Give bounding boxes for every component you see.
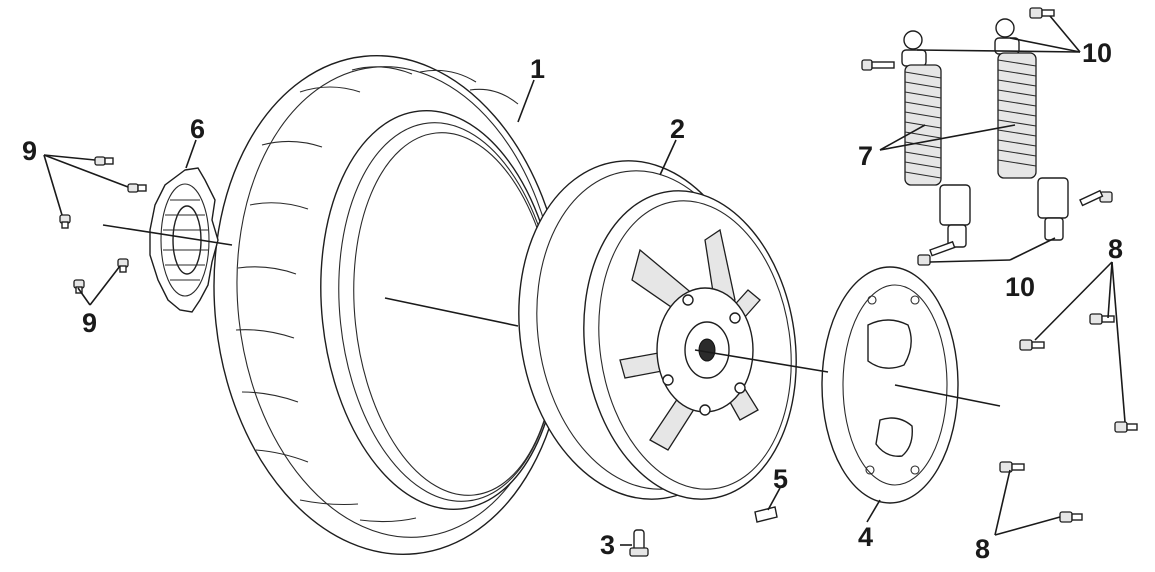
wheel-rim-part bbox=[518, 160, 797, 500]
shock-bolts-part bbox=[861, 7, 1113, 266]
callout-9-top: 9 bbox=[22, 136, 37, 166]
balance-weight-part bbox=[754, 506, 778, 523]
callout-10-bottom: 10 bbox=[1005, 272, 1035, 302]
callout-labels: 1 2 3 4 5 6 7 8 8 9 9 10 10 bbox=[22, 38, 1123, 564]
brake-disc-part bbox=[821, 266, 959, 504]
callout-4: 4 bbox=[858, 522, 873, 552]
leader-lines bbox=[43, 15, 1126, 546]
sprocket-plate-part bbox=[149, 167, 219, 313]
callout-6: 6 bbox=[190, 114, 205, 144]
axis-lines bbox=[102, 224, 1001, 407]
valve-part bbox=[629, 529, 649, 557]
callout-2: 2 bbox=[670, 114, 685, 144]
shock-absorber-right-part bbox=[994, 18, 1069, 241]
callout-8-top: 8 bbox=[1108, 234, 1123, 264]
callout-8-bottom: 8 bbox=[975, 534, 990, 564]
disc-bolts-part bbox=[999, 313, 1138, 523]
callout-7: 7 bbox=[858, 141, 873, 171]
callout-10-top: 10 bbox=[1082, 38, 1112, 68]
callout-3: 3 bbox=[600, 530, 615, 560]
callout-9-bottom: 9 bbox=[82, 308, 97, 338]
callout-1: 1 bbox=[530, 54, 545, 84]
callout-5: 5 bbox=[773, 464, 788, 494]
